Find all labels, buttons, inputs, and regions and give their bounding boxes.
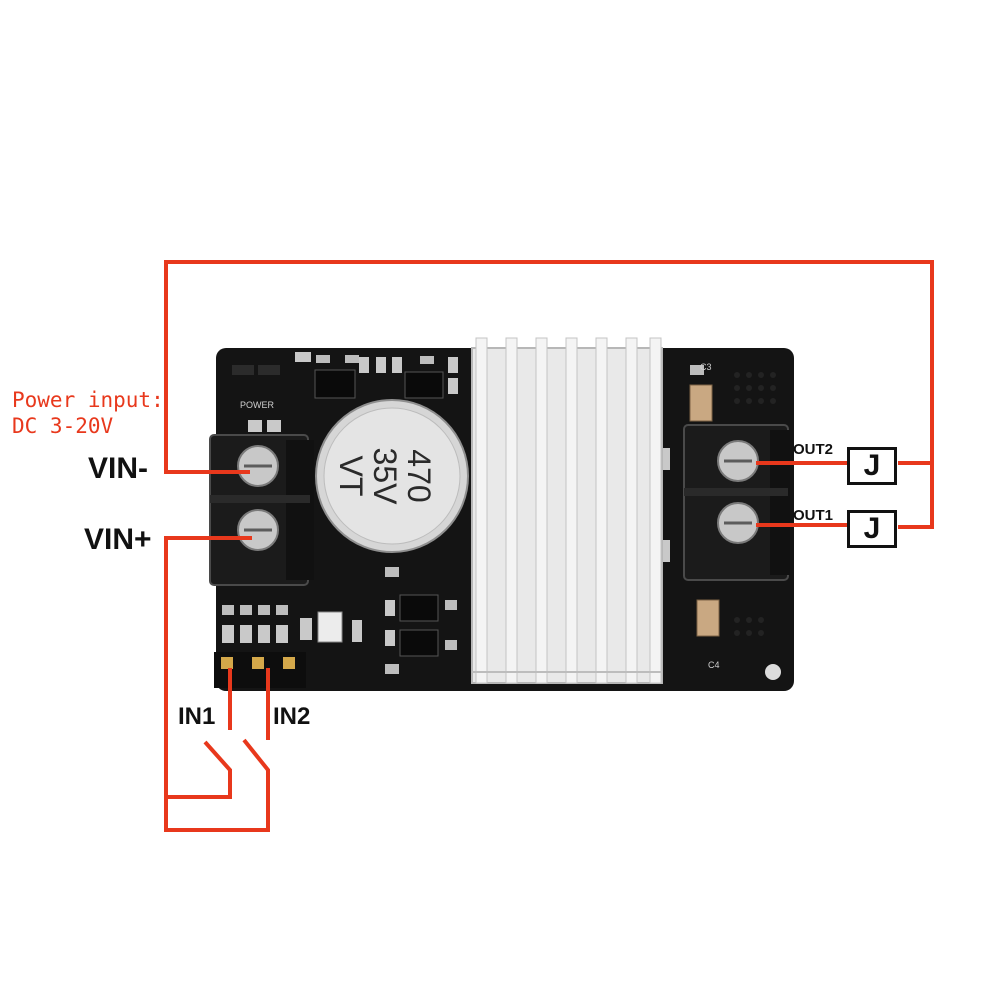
out1-label: OUT1: [793, 507, 834, 524]
power-input-label: Power input: DC 3-20V: [12, 387, 164, 439]
silkscreen-c3: C3: [700, 362, 712, 372]
wire-vin-minus-loop: [164, 260, 934, 474]
in2-label: IN2: [273, 703, 311, 730]
silkscreen-c4: C4: [708, 660, 720, 670]
smd-components: [222, 352, 720, 674]
wire-in1-switch: [166, 740, 232, 799]
input-terminal-block: [209, 434, 314, 586]
capacitor-series: VT: [333, 456, 369, 497]
wiring: [164, 260, 934, 832]
power-input-line1: Power input:: [12, 388, 164, 412]
load-2-box: J: [847, 447, 897, 485]
capacitor-value: 470: [401, 449, 437, 502]
output-terminal-block: [683, 424, 790, 581]
capacitor-voltage: 35V: [367, 448, 403, 506]
out2-label: OUT2: [793, 441, 834, 458]
load-1-box: J: [847, 510, 897, 548]
vin-minus-label: VIN-: [88, 452, 148, 485]
wire-load2-return: [898, 461, 934, 529]
electrolytic-capacitor: 470 35V VT: [315, 399, 469, 553]
vin-plus-label: VIN+: [84, 523, 152, 556]
silkscreen-power: POWER: [240, 400, 275, 410]
power-input-line2: DC 3-20V: [12, 414, 114, 438]
wire-vin-plus: [164, 536, 270, 832]
heatsink: [471, 337, 663, 684]
in1-label: IN1: [178, 703, 216, 730]
input-header-pins: [214, 652, 306, 688]
